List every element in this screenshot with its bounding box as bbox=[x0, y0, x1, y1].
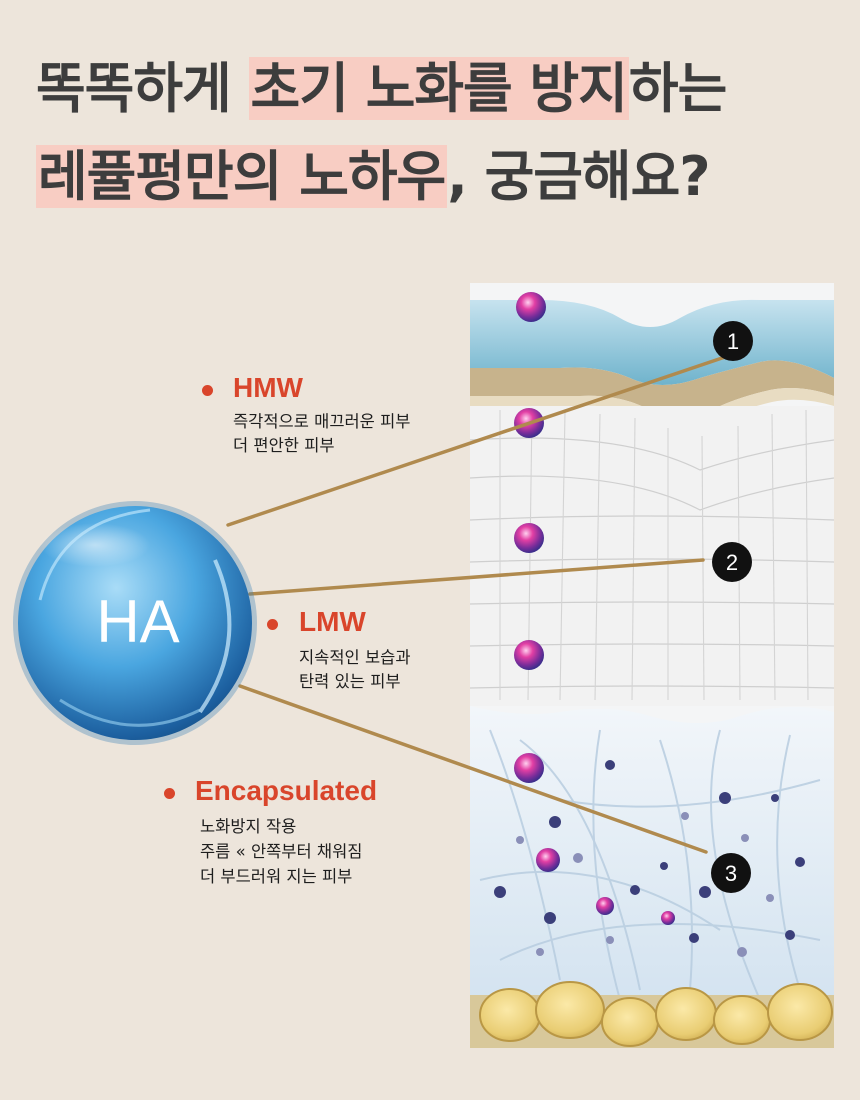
marker-1-label: 1 bbox=[727, 329, 739, 354]
marker-2-label: 2 bbox=[726, 550, 738, 575]
connector-lines bbox=[226, 354, 730, 854]
ha-label: HA bbox=[96, 588, 179, 655]
headline-line-2: 레퓰펑만의 노하우, 궁금해요? bbox=[36, 138, 711, 216]
marker-2: 2 bbox=[712, 542, 752, 582]
molecule-markers bbox=[514, 292, 675, 925]
label-encapsulated-line-2: 주름 « 안쪽부터 채워짐 bbox=[200, 842, 363, 861]
marker-1: 1 bbox=[713, 321, 753, 361]
headline-line-1-before: 똑똑하게 bbox=[36, 57, 249, 120]
skin-cross-section bbox=[470, 283, 834, 1048]
label-lmw-line-1: 지속적인 보습과 bbox=[299, 648, 411, 667]
marker-3: 3 bbox=[711, 853, 751, 893]
connector-lmw bbox=[248, 558, 705, 596]
headline-line-1-highlight: 초기 노화를 방지 bbox=[248, 57, 629, 120]
label-encapsulated-line-3: 더 부드러워 지는 피부 bbox=[200, 867, 353, 886]
label-lmw-name: LMW bbox=[299, 606, 366, 637]
label-hmw-line-1: 즉각적으로 매끄러운 피부 bbox=[233, 412, 411, 431]
marker-3-label: 3 bbox=[725, 861, 737, 886]
bullet-hmw bbox=[202, 385, 213, 396]
bullet-encapsulated bbox=[164, 788, 175, 799]
headline-line-1-after: 하는 bbox=[628, 57, 727, 120]
bullet-lmw bbox=[267, 619, 278, 630]
label-encapsulated-name: Encapsulated bbox=[195, 775, 378, 806]
label-lmw-line-2: 탄력 있는 피부 bbox=[299, 672, 401, 691]
headline-line-1: 똑똑하게 초기 노화를 방지하는 bbox=[36, 50, 727, 128]
connector-hmw bbox=[226, 354, 730, 527]
headline-line-2-after: , 궁금해요? bbox=[447, 145, 710, 208]
ha-sphere: HA bbox=[13, 501, 257, 745]
connector-encapsulated bbox=[238, 684, 708, 854]
label-encapsulated-line-1: 노화방지 작용 bbox=[200, 817, 297, 836]
headline-line-2-highlight: 레퓰펑만의 노하우 bbox=[36, 145, 448, 208]
label-hmw-name: HMW bbox=[233, 372, 303, 403]
label-hmw-line-2: 더 편안한 피부 bbox=[233, 436, 335, 455]
